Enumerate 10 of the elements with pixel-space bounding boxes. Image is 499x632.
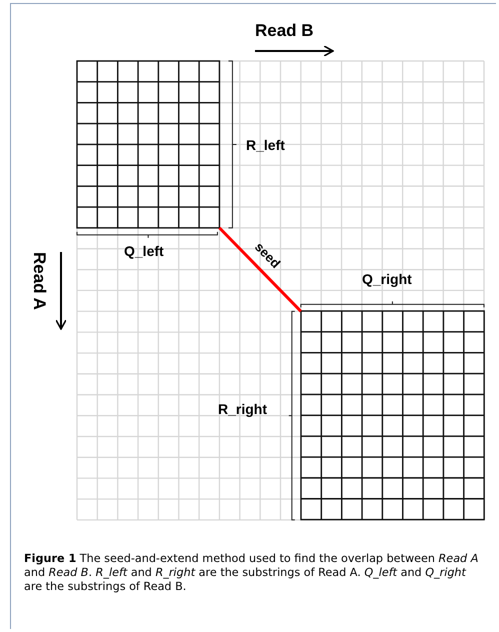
axis-label: Read A (31, 252, 48, 310)
axis-label: R_right (218, 402, 267, 416)
axis-label: Read B (255, 22, 314, 39)
axis-label: R_left (246, 138, 285, 152)
matrix-grid (77, 61, 220, 228)
axis-label: Q_right (362, 272, 412, 286)
axis-label: Q_left (124, 244, 164, 258)
seed-line (218, 226, 302, 312)
figure-caption: Figure 1 The seed-and-extend method used to find the overlap between Read A and Read B. R_left and R_right are the substrings of Read A. Q_left and Q_right are the substrings of Read B. (24, 552, 480, 594)
matrix-grid (300, 311, 484, 520)
